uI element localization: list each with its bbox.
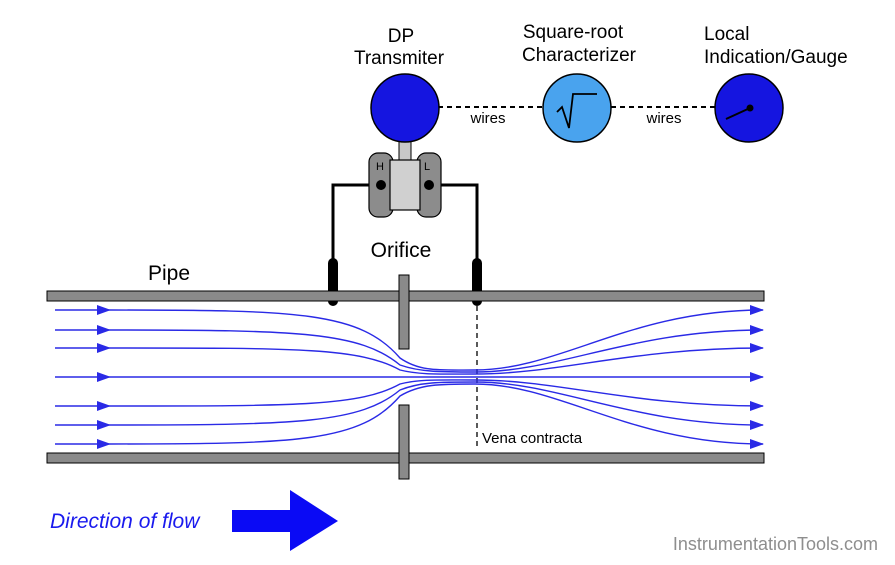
vena-contracta-label: Vena contracta [482, 430, 583, 447]
high-tap-label: H [376, 161, 384, 173]
orifice-plate-lower [398, 404, 410, 480]
direction-of-flow-label: Direction of flow [50, 510, 201, 533]
streamline-mid-arrows [97, 305, 111, 449]
low-tap-label: L [424, 161, 430, 173]
low-port-dot [424, 180, 434, 190]
orifice-label: Orifice [371, 239, 432, 262]
dp-transmitter-label-line1: DP [388, 26, 414, 47]
square-root-characterizer [542, 73, 612, 143]
streamline-6 [55, 381, 764, 430]
high-port-dot [376, 180, 386, 190]
transmitter-neck [398, 139, 412, 163]
gauge-needle-icon [725, 107, 751, 120]
wires-label-1: wires [469, 110, 505, 127]
watermark: InstrumentationTools.com [673, 534, 878, 554]
manifold-body [389, 159, 421, 211]
streamline-7 [55, 383, 764, 449]
streamline-2 [55, 325, 764, 373]
pipe-label: Pipe [148, 262, 190, 285]
dp-transmitter-label-line2: Transmiter [354, 48, 445, 69]
characterizer-label-line1: Square-root [523, 22, 624, 43]
streamline-3 [55, 343, 764, 375]
streamline-5 [55, 379, 764, 411]
flow-direction-arrow-icon [232, 490, 338, 551]
wires-label-2: wires [645, 110, 681, 127]
square-root-icon [556, 93, 597, 129]
dp-transmitter [370, 73, 440, 143]
impulse-line-low [429, 183, 479, 262]
gauge-pivot [746, 104, 754, 112]
gauge-label-line1: Local [704, 24, 749, 45]
gauge-label-line2: Indication/Gauge [704, 47, 848, 68]
orifice-plate-upper [398, 274, 410, 350]
streamline-1 [55, 305, 764, 371]
flow-streamlines [55, 305, 764, 449]
characterizer-label-line2: Characterizer [522, 45, 637, 66]
impulse-line-high [331, 183, 381, 262]
